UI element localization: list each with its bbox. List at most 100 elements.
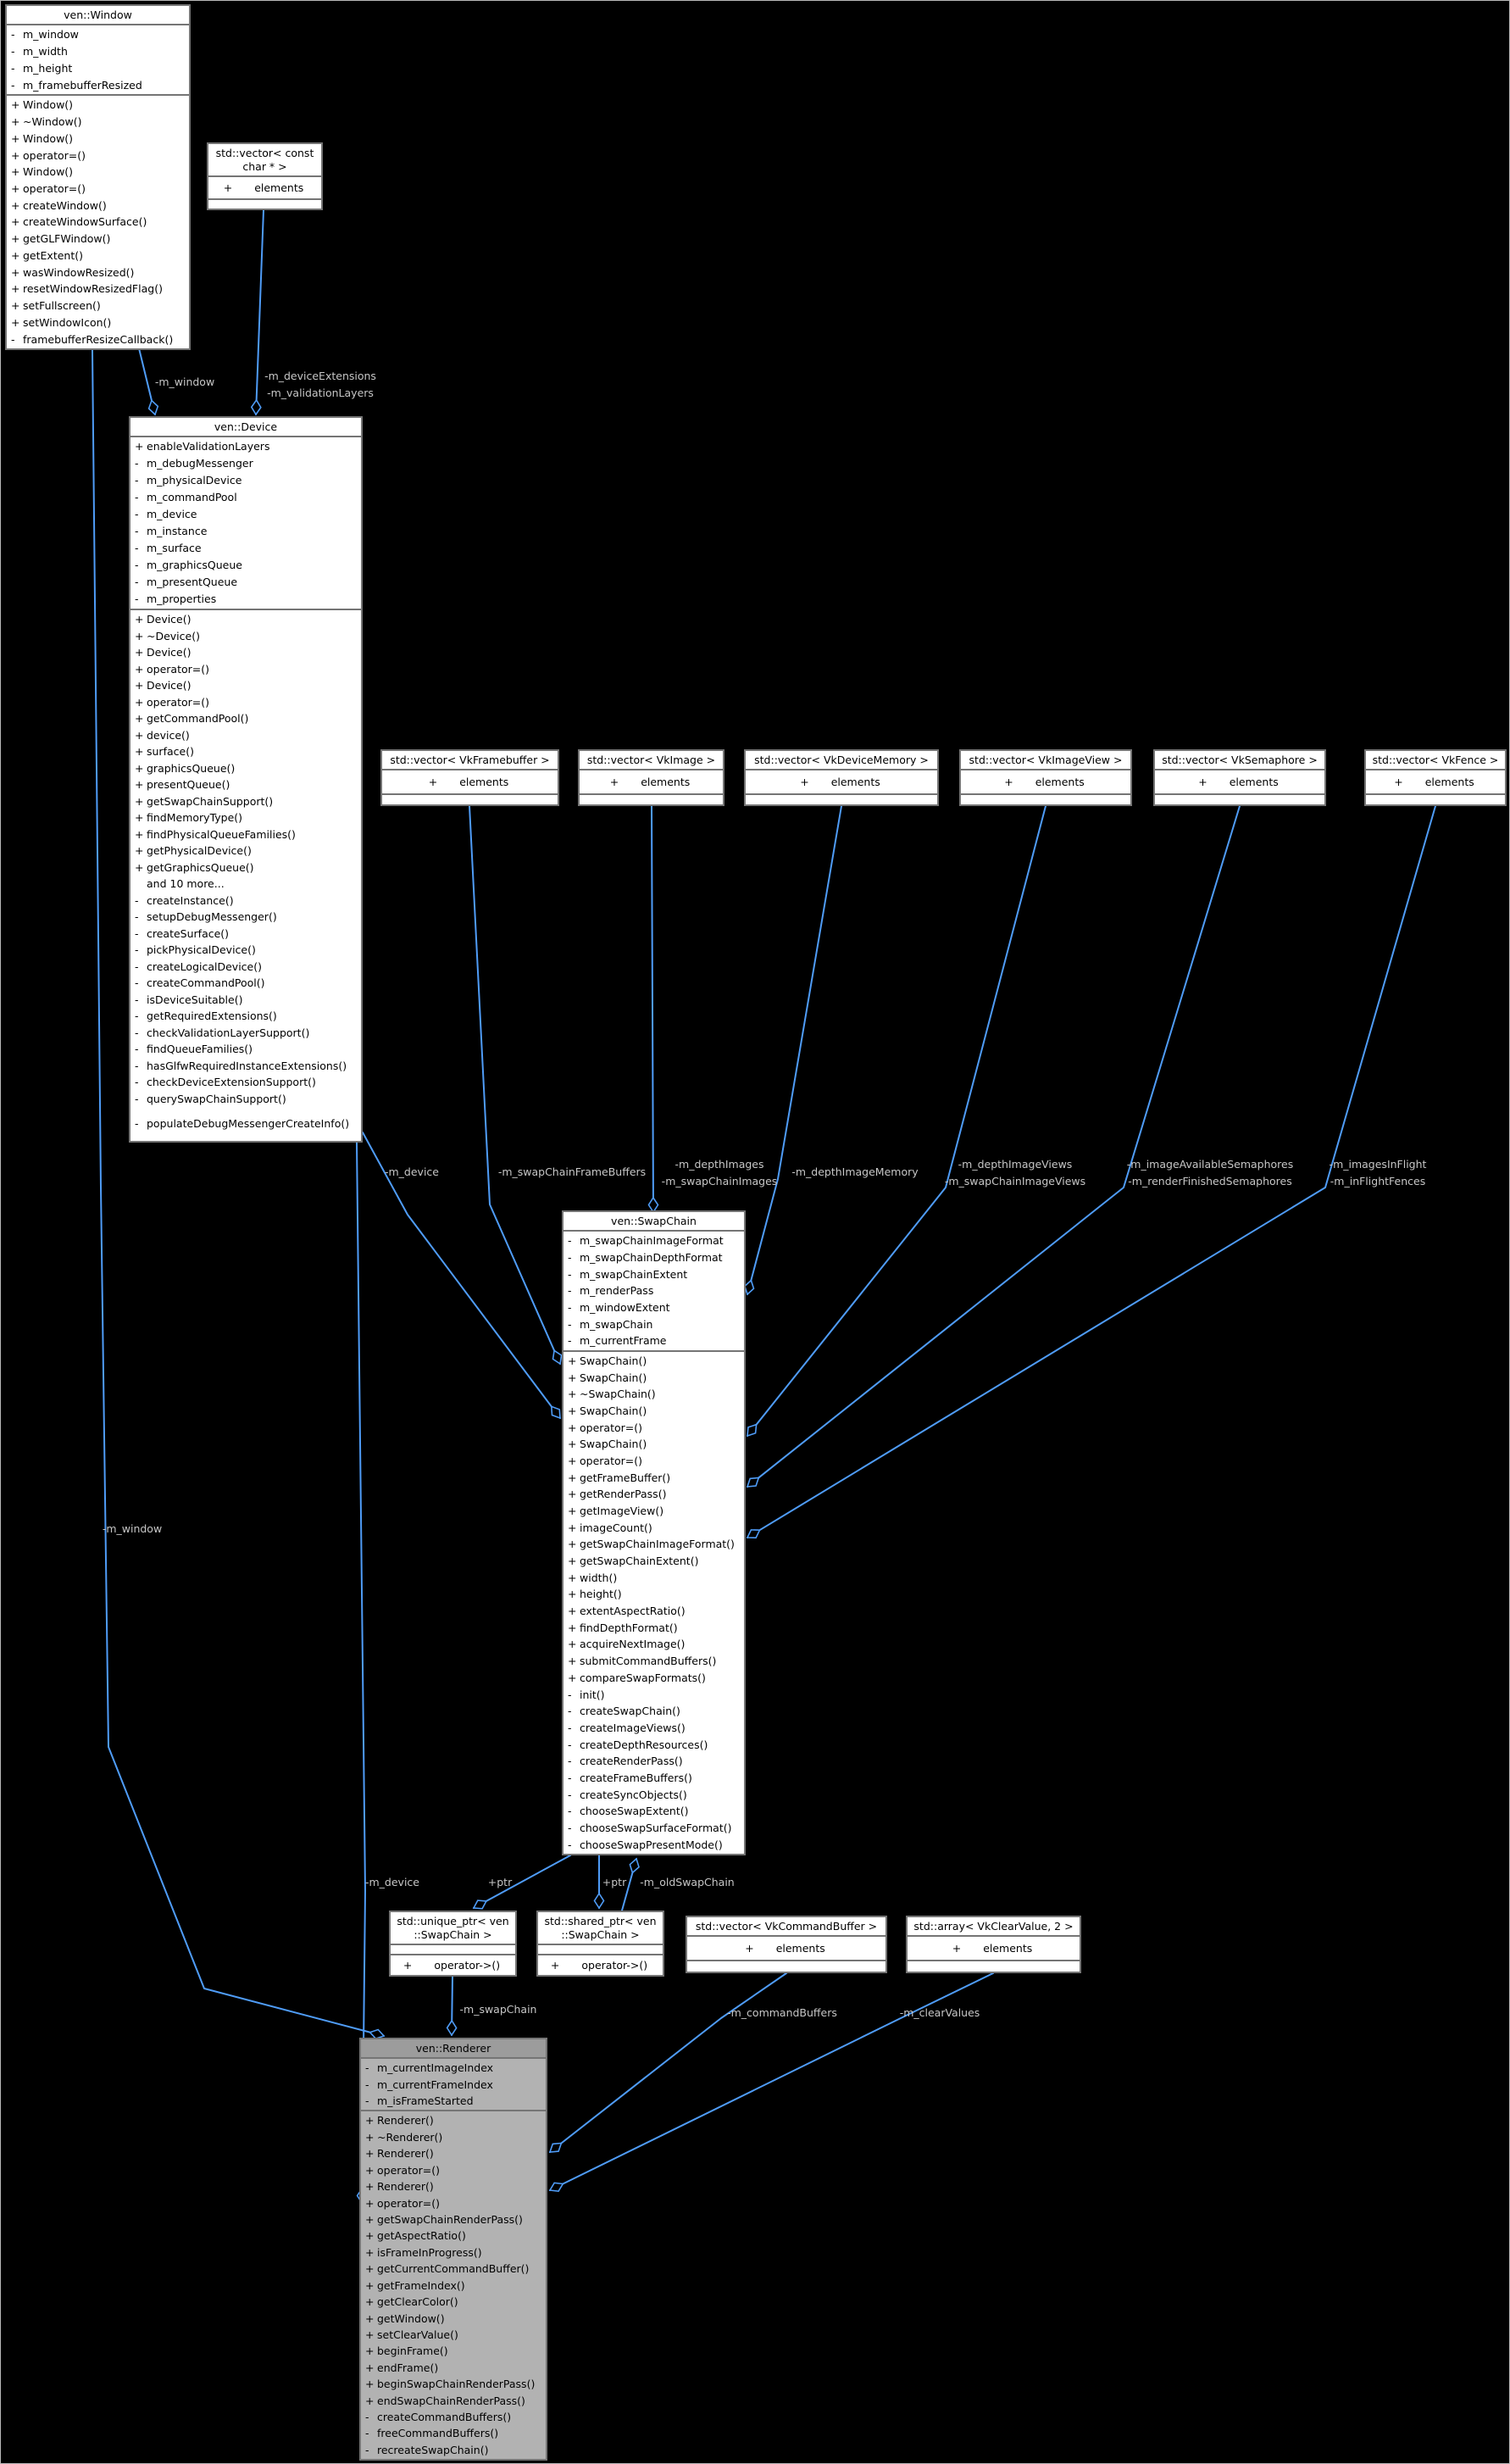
class-box-vector-vksemaphore[interactable]: std::vector< VkSemaphore >+elements	[1153, 749, 1326, 806]
access-marker: +	[135, 695, 144, 709]
access-marker: +	[568, 1555, 577, 1568]
member-row: +operator=()	[7, 147, 189, 164]
class-box-vector-vkimage[interactable]: std::vector< VkImage >+elements	[578, 749, 724, 806]
member-row: +Renderer()	[361, 2178, 546, 2194]
aggregation-diamond-fences-to-swapchain	[746, 1529, 761, 1539]
member-row: -init()	[563, 1686, 744, 1703]
member-row: -getRequiredExtensions()	[130, 1008, 361, 1025]
access-marker: +	[568, 1371, 577, 1384]
member-name: setFullscreen()	[23, 299, 101, 313]
access-marker: -	[568, 1301, 572, 1315]
methods-vector-vkfence	[1366, 793, 1505, 805]
member-name: endSwapChainRenderPass()	[377, 2394, 525, 2407]
class-box-vector-vkdevicememory[interactable]: std::vector< VkDeviceMemory >+elements	[744, 749, 939, 806]
class-title-vector-vkfence: std::vector< VkFence >	[1372, 754, 1499, 766]
member-row: -createInstance()	[130, 892, 361, 909]
member-row: -m_height	[7, 59, 189, 76]
aggregation-diamond-depthmemory-to-swapchain	[743, 1279, 755, 1296]
access-marker: +	[11, 131, 20, 145]
member-row: +operator=()	[361, 2162, 546, 2178]
member-row: +findDepthFormat()	[563, 1619, 744, 1636]
member-row: +getRenderPass()	[563, 1486, 744, 1503]
member-name: operator->()	[581, 1959, 648, 1972]
class-box-unique-ptr-swapchain[interactable]: std::unique_ptr< ven ::SwapChain >+opera…	[389, 1911, 517, 1977]
class-box-shared-ptr-swapchain[interactable]: std::shared_ptr< ven ::SwapChain >+opera…	[536, 1911, 664, 1977]
class-title-ven-device: ven::Device	[214, 420, 278, 433]
attributes-ven-window: -m_window-m_width-m_height-m_framebuffer…	[7, 24, 189, 94]
member-name: findPhysicalQueueFamilies()	[147, 827, 296, 841]
access-marker: +	[11, 98, 20, 112]
member-row: -findQueueFamilies()	[130, 1041, 361, 1058]
class-box-ven-device[interactable]: ven::Device+enableValidationLayers-m_deb…	[129, 416, 363, 1143]
member-name: createDepthResources()	[580, 1738, 708, 1751]
member-name: m_graphicsQueue	[147, 559, 242, 572]
member-row: +setFullscreen()	[7, 298, 189, 314]
class-title-ven-renderer: ven::Renderer	[361, 2039, 546, 2057]
class-box-vector-vkframebuffer[interactable]: std::vector< VkFramebuffer >+elements	[380, 749, 559, 806]
methods-vector-vkcommandbuffer	[687, 1960, 885, 1972]
access-marker: -	[135, 910, 139, 924]
member-row: +setWindowIcon()	[7, 314, 189, 331]
member-row: +acquireNextImage()	[563, 1636, 744, 1653]
access-marker: +	[135, 662, 144, 676]
class-box-vector-vkimageview[interactable]: std::vector< VkImageView >+elements	[959, 749, 1132, 806]
member-row: +~Renderer()	[361, 2129, 546, 2145]
class-box-ven-renderer[interactable]: ven::Renderer-m_currentImageIndex-m_curr…	[359, 2038, 547, 2461]
member-name: elements	[983, 1942, 1033, 1955]
methods-ven-window: +Window()+~Window()+Window()+operator=()…	[7, 93, 189, 348]
member-row: -checkValidationLayerSupport()	[130, 1024, 361, 1041]
access-marker: -	[135, 576, 139, 589]
class-box-ven-window[interactable]: ven::Window-m_window-m_width-m_height-m_…	[5, 4, 191, 350]
access-marker: +	[11, 148, 20, 162]
member-row: -m_isFrameStarted	[361, 2093, 546, 2109]
member-name: getWindow()	[377, 2311, 445, 2325]
member-row: +device()	[130, 726, 361, 743]
member-name: pickPhysicalDevice()	[147, 943, 256, 957]
member-name: m_physicalDevice	[147, 474, 242, 487]
member-name: surface()	[147, 745, 194, 759]
class-box-array-vkclearvalue[interactable]: std::array< VkClearValue, 2 >+elements	[906, 1916, 1081, 1973]
member-row: -createSwapChain()	[563, 1703, 744, 1720]
member-name: findQueueFamilies()	[147, 1043, 253, 1056]
member-name: ~Window()	[23, 115, 82, 129]
member-name: checkValidationLayerSupport()	[147, 1026, 310, 1039]
member-name: extentAspectRatio()	[580, 1605, 686, 1618]
access-marker: -	[365, 2411, 369, 2424]
access-marker: +	[135, 761, 144, 775]
attributes-vector-vkimageview: +elements	[961, 769, 1130, 793]
member-name: compareSwapFormats()	[580, 1671, 706, 1684]
attributes-ven-device: +enableValidationLayers-m_debugMessenger…	[130, 436, 361, 609]
member-row: -createDepthResources()	[563, 1736, 744, 1753]
class-title-vector-vkdevicememory: std::vector< VkDeviceMemory >	[754, 754, 929, 766]
access-marker: +	[135, 844, 144, 858]
access-marker: +	[365, 2262, 375, 2276]
edge-swapchain-to-uniqueptr	[473, 1855, 571, 1909]
member-name: createSwapChain()	[580, 1705, 680, 1718]
access-marker: +	[402, 1959, 413, 1972]
member-row: +getCommandPool()	[130, 710, 361, 727]
member-name: getSwapChainExtent()	[580, 1555, 699, 1568]
member-row: -m_graphicsQueue	[130, 557, 361, 574]
access-marker: +	[568, 1438, 577, 1451]
access-marker: +	[1394, 775, 1403, 788]
access-marker: -	[135, 1010, 139, 1023]
class-box-vector-vkcommandbuffer[interactable]: std::vector< VkCommandBuffer >+elements	[686, 1916, 887, 1973]
methods-array-vkclearvalue	[908, 1960, 1080, 1972]
member-name: enableValidationLayers	[147, 440, 270, 453]
access-marker: +	[428, 775, 438, 788]
aggregation-diamond-swapchain-to-sharedptr	[593, 1892, 605, 1910]
member-name: m_window	[23, 28, 79, 42]
class-title-unique-ptr-swapchain: std::unique_ptr< ven ::SwapChain >	[397, 1915, 509, 1941]
member-name: acquireNextImage()	[580, 1638, 686, 1651]
class-box-vector-vkfence[interactable]: std::vector< VkFence >+elements	[1364, 749, 1507, 806]
member-row: +operator=()	[563, 1419, 744, 1436]
member-row: +elements	[961, 771, 1130, 793]
access-marker: +	[568, 1488, 577, 1501]
class-box-ven-swapchain[interactable]: ven::SwapChain-m_swapChainImageFormat-m_…	[562, 1210, 746, 1855]
member-row: +operator=()	[361, 2194, 546, 2211]
access-marker: +	[11, 198, 20, 212]
member-name: Renderer()	[377, 2147, 434, 2161]
class-box-vector-const-char[interactable]: std::vector< const char * >+elements	[207, 142, 323, 210]
